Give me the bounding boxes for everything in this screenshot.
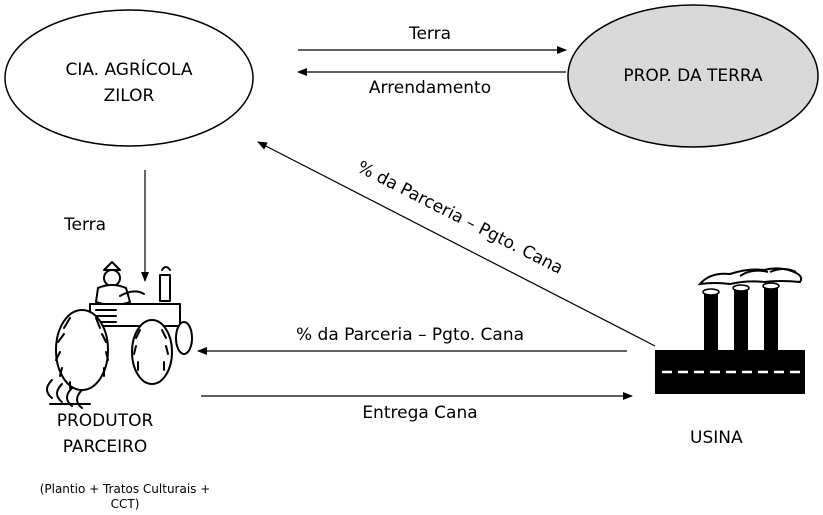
- edge-label-parceria-mid: % da Parceria – Pgto. Cana: [295, 325, 525, 345]
- cia-node-ellipse: [4, 9, 254, 147]
- factory-icon: [655, 267, 805, 394]
- tractor-icon: [46, 261, 193, 409]
- edge-label-arrendamento: Arrendamento: [368, 78, 492, 98]
- produtor-note: (Plantio + Tratos Culturais + CCT): [10, 482, 240, 512]
- produtor-line1: PRODUTOR: [56, 411, 154, 431]
- cia-line2: ZILOR: [103, 86, 155, 106]
- produtor-line2: PARCEIRO: [62, 437, 148, 457]
- prop-node-label: PROP. DA TERRA: [623, 66, 763, 86]
- produtor-note-line2: CCT): [110, 497, 140, 511]
- produtor-label: PRODUTOR PARCEIRO: [30, 411, 180, 457]
- produtor-note-line1: (Plantio + Tratos Culturais +: [39, 482, 211, 496]
- arrow-parceria-diag: [257, 141, 656, 347]
- cia-node-label: CIA. AGRÍCOLA ZILOR: [29, 60, 229, 106]
- usina-label: USINA: [690, 428, 743, 448]
- edge-label-terra-left: Terra: [64, 215, 107, 235]
- edge-label-entrega: Entrega Cana: [362, 403, 478, 423]
- edge-label-terra-top: Terra: [408, 24, 452, 44]
- prop-node-ellipse: [567, 4, 819, 148]
- cia-line1: CIA. AGRÍCOLA: [65, 60, 193, 80]
